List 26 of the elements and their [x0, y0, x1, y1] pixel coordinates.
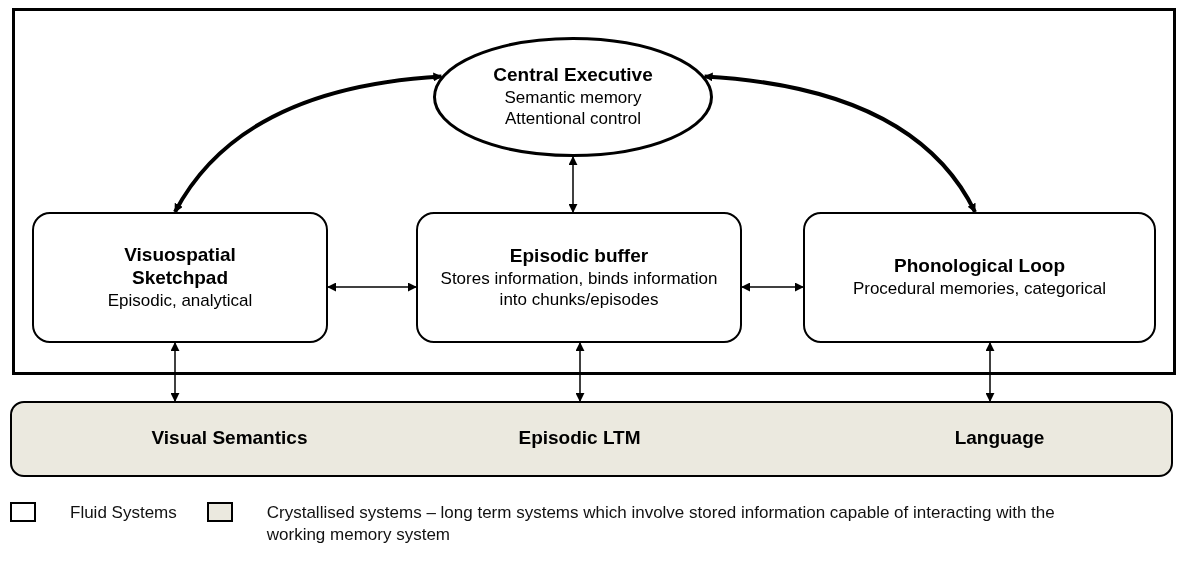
legend-text: Crystallised systems – long term systems which involve stored information capable of interacting with the working memory system — [266, 502, 1056, 547]
double-arrow — [170, 342, 180, 402]
double-arrow — [741, 282, 804, 292]
node-title: Episodic buffer — [509, 244, 649, 268]
component-box — [416, 212, 742, 343]
system-label: Language — [954, 427, 1045, 450]
double-arrow — [327, 282, 417, 292]
node-title: Visuospatial Sketchpad — [123, 244, 237, 290]
node-title: Central Executive — [493, 64, 653, 88]
double-arrow — [703, 72, 977, 213]
double-arrow — [985, 342, 995, 402]
system-label: Episodic LTM — [518, 427, 641, 450]
system-label: Visual Semantics — [151, 427, 308, 450]
node-text: Stores information, binds information into chunks/episodes — [439, 267, 719, 311]
node-text: Episodic, analytical — [107, 289, 253, 311]
component-box — [32, 212, 328, 343]
crystallised-systems-band — [10, 401, 1173, 477]
double-arrow — [173, 72, 443, 213]
node-title: Phonological Loop — [894, 255, 1065, 279]
node-text: Semantic memory Attentional control — [503, 87, 643, 130]
node-text: Procedural memories, categorical — [852, 278, 1107, 300]
double-arrow — [568, 156, 578, 213]
double-arrow — [575, 342, 585, 402]
fluid-systems-frame — [12, 8, 1176, 375]
component-box — [803, 212, 1156, 343]
legend-text: Fluid Systems — [70, 502, 177, 524]
